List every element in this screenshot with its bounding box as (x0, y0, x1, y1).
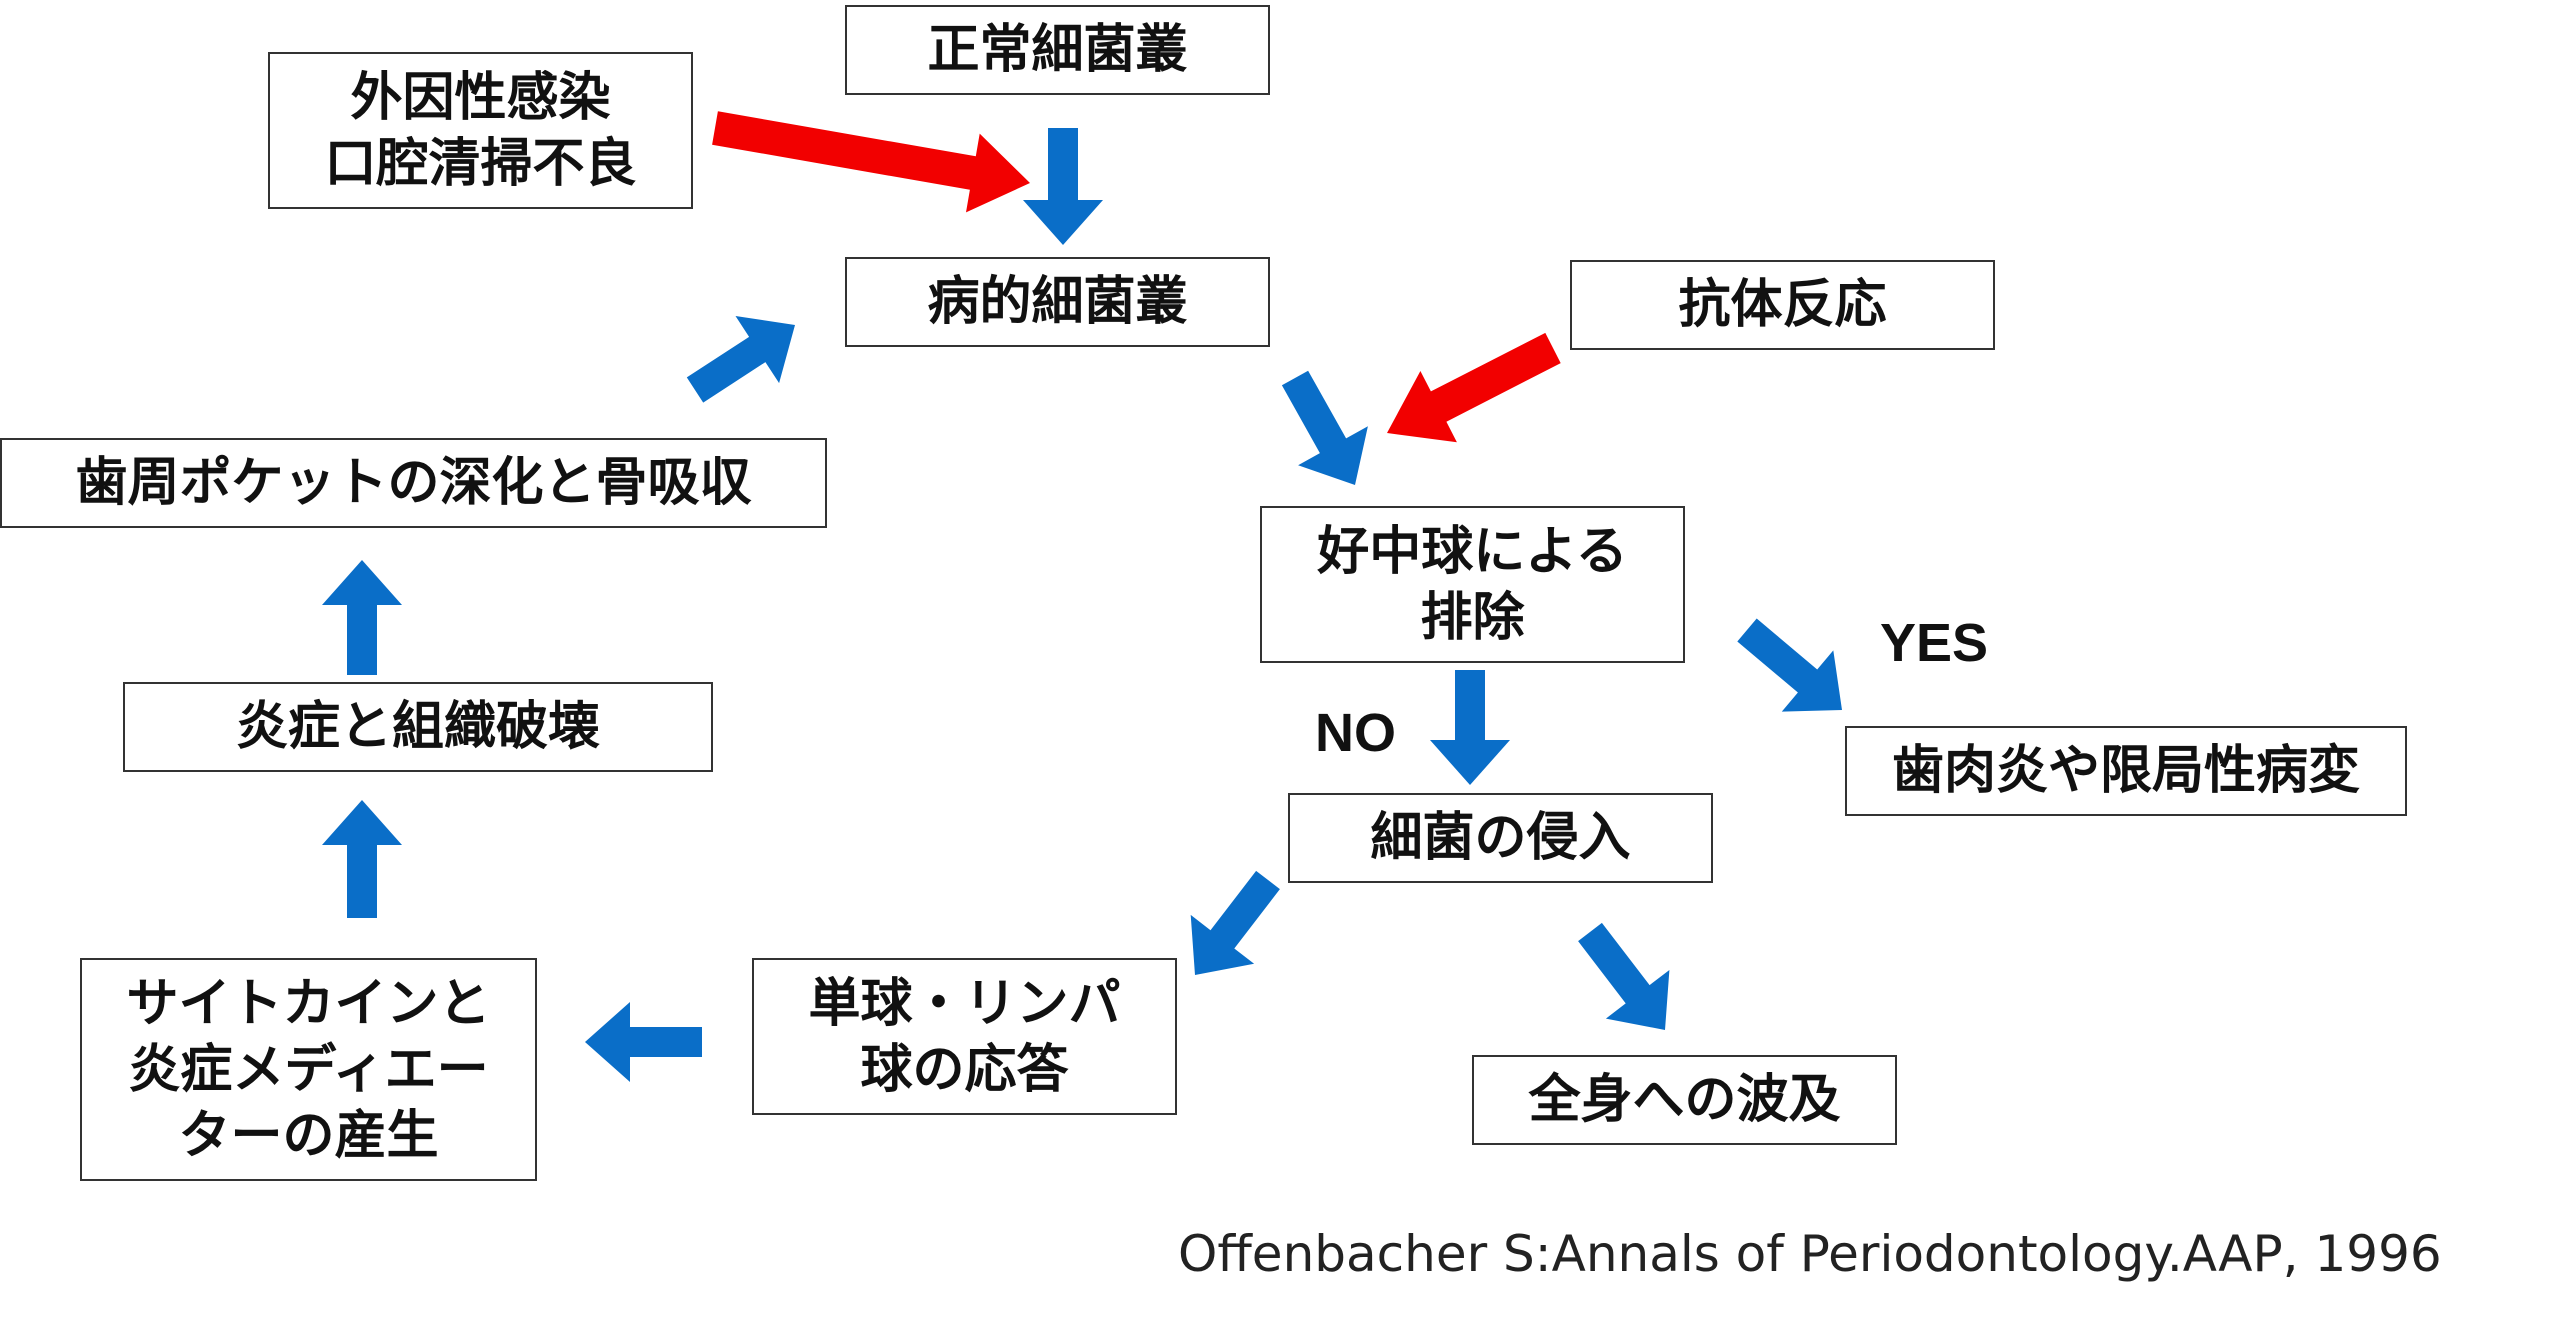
no-label: NO (1315, 703, 1396, 763)
node-bacterial-invasion: 細菌の侵入 (1288, 793, 1713, 883)
node-monocyte-line2: 球の応答 (860, 1039, 1069, 1100)
arrow-cytokine-to-inflammation (322, 800, 402, 918)
node-periodontal-pocket-label: 歯周ポケットの深化と骨吸収 (75, 453, 752, 513)
node-external-infection: 外因性感染 口腔清掃不良 (268, 52, 693, 209)
node-gingivitis-label: 歯肉炎や限局性病変 (1891, 741, 2360, 801)
node-neutrophil-removal: 好中球による 排除 (1260, 506, 1685, 663)
arrow-external-infection (712, 111, 1030, 213)
node-systemic-spread-label: 全身への波及 (1528, 1070, 1841, 1130)
node-monocyte-response: 単球・リンパ 球の応答 (752, 958, 1177, 1115)
node-bacterial-invasion-label: 細菌の侵入 (1370, 808, 1631, 868)
node-periodontal-pocket: 歯周ポケットの深化と骨吸収 (0, 438, 827, 528)
node-neutrophil-line1: 好中球による (1317, 521, 1628, 582)
node-cytokine-line1: サイトカインと (126, 973, 491, 1034)
node-cytokine-line3: ターの産生 (178, 1105, 439, 1166)
node-pathogenic-flora: 病的細菌叢 (845, 257, 1270, 347)
node-pathogenic-flora-label: 病的細菌叢 (927, 272, 1188, 332)
node-antibody-response: 抗体反応 (1570, 260, 1995, 350)
arrow-monocyte-to-cytokine (585, 1002, 702, 1082)
arrow-antibody-to-neutrophil (1387, 332, 1561, 443)
node-inflammation-destruction: 炎症と組織破壊 (123, 682, 713, 772)
arrow-inflammation-to-pocket (322, 560, 402, 675)
node-external-infection-line1: 外因性感染 (350, 67, 611, 128)
node-systemic-spread: 全身への波及 (1472, 1055, 1897, 1145)
citation: Offenbacher S:Annals of Periodontology.A… (1178, 1225, 2442, 1283)
node-monocyte-line1: 単球・リンパ (808, 973, 1121, 1034)
arrow-neutrophil-yes (1737, 618, 1842, 712)
node-external-infection-line2: 口腔清掃不良 (324, 133, 637, 194)
arrow-pathogenic-to-neutrophil (1281, 370, 1368, 485)
node-inflammation-destruction-label: 炎症と組織破壊 (235, 697, 600, 757)
node-cytokine-line2: 炎症メディエー (128, 1039, 489, 1100)
arrow-pocket-to-pathogenic (686, 316, 795, 403)
node-antibody-response-label: 抗体反応 (1678, 275, 1887, 335)
yes-label: YES (1880, 613, 1989, 673)
node-normal-flora-label: 正常細菌叢 (927, 20, 1188, 80)
node-cytokine-production: サイトカインと 炎症メディエー ターの産生 (80, 958, 537, 1181)
node-neutrophil-line2: 排除 (1420, 587, 1525, 648)
node-gingivitis: 歯肉炎や限局性病変 (1845, 726, 2407, 816)
arrow-neutrophil-no (1430, 670, 1510, 785)
arrow-invasion-to-systemic (1578, 922, 1670, 1030)
arrow-invasion-to-monocyte (1190, 870, 1280, 975)
arrow-normal-to-pathogenic (1023, 128, 1103, 245)
node-normal-flora: 正常細菌叢 (845, 5, 1270, 95)
